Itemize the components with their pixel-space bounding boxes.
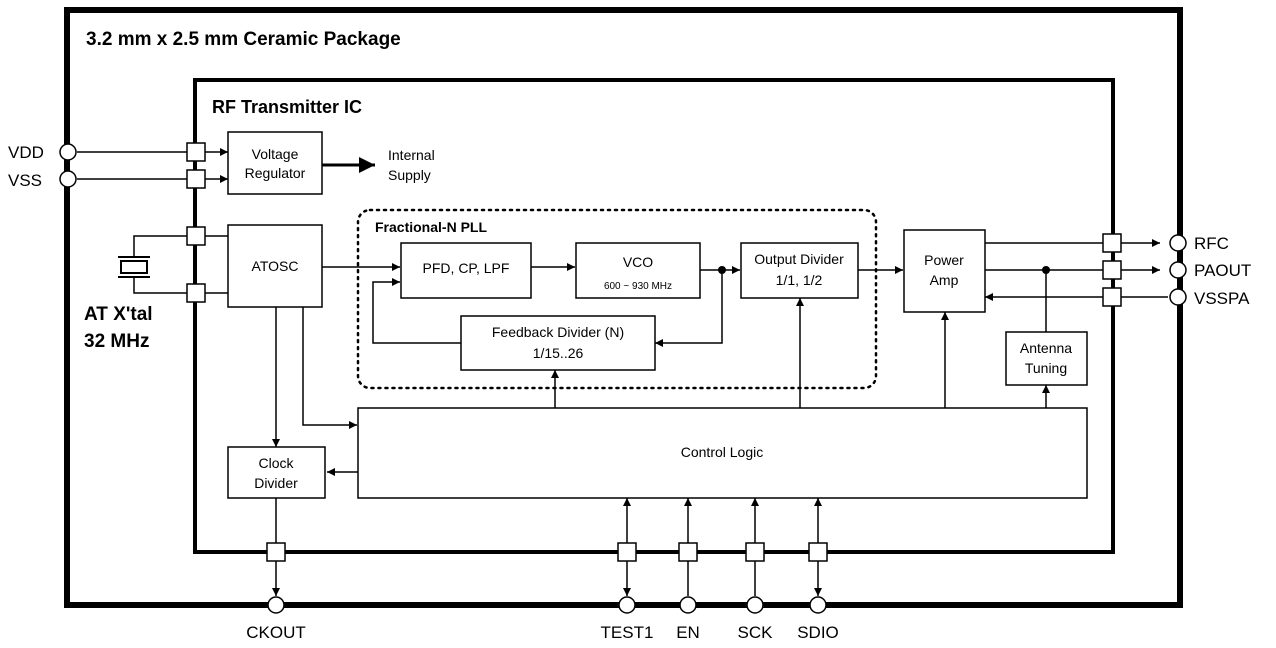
clock-divider-label-2: Divider	[254, 475, 298, 491]
pin-ckout-label: CKOUT	[246, 623, 306, 642]
clock-divider-block: Clock Divider	[227, 446, 326, 499]
power-amp-label-2: Amp	[930, 272, 959, 288]
output-divider-block: Output Divider 1/1, 1/2	[740, 242, 859, 299]
atosc-block: ATOSC	[227, 224, 323, 308]
output-divider-label-2: 1/1, 1/2	[776, 272, 823, 288]
voltage-regulator-block: Voltage Regulator	[227, 131, 323, 195]
pin-paout: PAOUT	[1169, 261, 1251, 280]
pin-vsspa-label: VSSPA	[1194, 289, 1250, 308]
feedback-divider-label-1: Feedback Divider (N)	[492, 324, 624, 340]
pin-paout-label: PAOUT	[1194, 261, 1251, 280]
power-amp-label-1: Power	[924, 252, 964, 268]
package-title: 3.2 mm x 2.5 mm Ceramic Package	[86, 29, 401, 50]
pin-sck: SCK	[738, 596, 774, 642]
pll-title: Fractional-N PLL	[375, 219, 487, 235]
feedback-divider-label-2: 1/15..26	[533, 345, 584, 361]
pin-en: EN	[676, 596, 700, 642]
pin-vss-label: VSS	[8, 171, 42, 190]
voltage-regulator-label-2: Regulator	[245, 165, 306, 181]
bond-pads	[186, 142, 1122, 562]
pin-rfc-label: RFC	[1194, 234, 1229, 253]
pin-vss: VSS	[8, 170, 77, 190]
control-logic-block: Control Logic	[357, 407, 1088, 499]
ic-title: RF Transmitter IC	[212, 97, 362, 117]
pin-sck-label: SCK	[738, 623, 774, 642]
vco-label: VCO	[623, 254, 653, 270]
pfd-block: PFD, CP, LPF	[400, 242, 532, 299]
pin-test1-label: TEST1	[601, 623, 654, 642]
internal-supply-label-2: Supply	[388, 167, 431, 183]
control-logic-label: Control Logic	[681, 444, 764, 460]
pin-sdio-label: SDIO	[797, 623, 839, 642]
pin-en-label: EN	[676, 623, 700, 642]
pfd-label: PFD, CP, LPF	[423, 260, 510, 276]
antenna-tuning-label-2: Tuning	[1025, 360, 1067, 376]
antenna-tuning-block: Antenna Tuning	[1005, 331, 1088, 386]
crystal-label-1: AT X'tal	[84, 304, 153, 325]
power-amp-block: Power Amp	[903, 229, 986, 313]
connections	[77, 148, 1168, 596]
pin-ckout: CKOUT	[246, 596, 306, 642]
antenna-tuning-label-1: Antenna	[1020, 340, 1072, 356]
vco-range-label: 600 ~ 930 MHz	[604, 281, 672, 292]
clock-divider-label-1: Clock	[258, 455, 294, 471]
pll-region	[356, 208, 878, 390]
crystal-label-2: 32 MHz	[84, 331, 149, 352]
feedback-divider-block: Feedback Divider (N) 1/15..26	[460, 315, 656, 371]
vco-block: VCO 600 ~ 930 MHz	[575, 242, 701, 299]
pin-vdd-label: VDD	[8, 143, 44, 162]
internal-supply-label-1: Internal	[388, 147, 435, 163]
pin-test1: TEST1	[601, 596, 654, 642]
crystal-icon	[118, 256, 150, 278]
atosc-label: ATOSC	[252, 258, 299, 274]
pin-vsspa: VSSPA	[1169, 288, 1250, 308]
ic-outline	[193, 78, 1115, 554]
pin-vdd: VDD	[8, 143, 77, 162]
voltage-regulator-label-1: Voltage	[252, 146, 299, 162]
output-divider-label-1: Output Divider	[754, 251, 844, 267]
pin-rfc: RFC	[1169, 234, 1229, 253]
pin-sdio: SDIO	[797, 596, 839, 642]
